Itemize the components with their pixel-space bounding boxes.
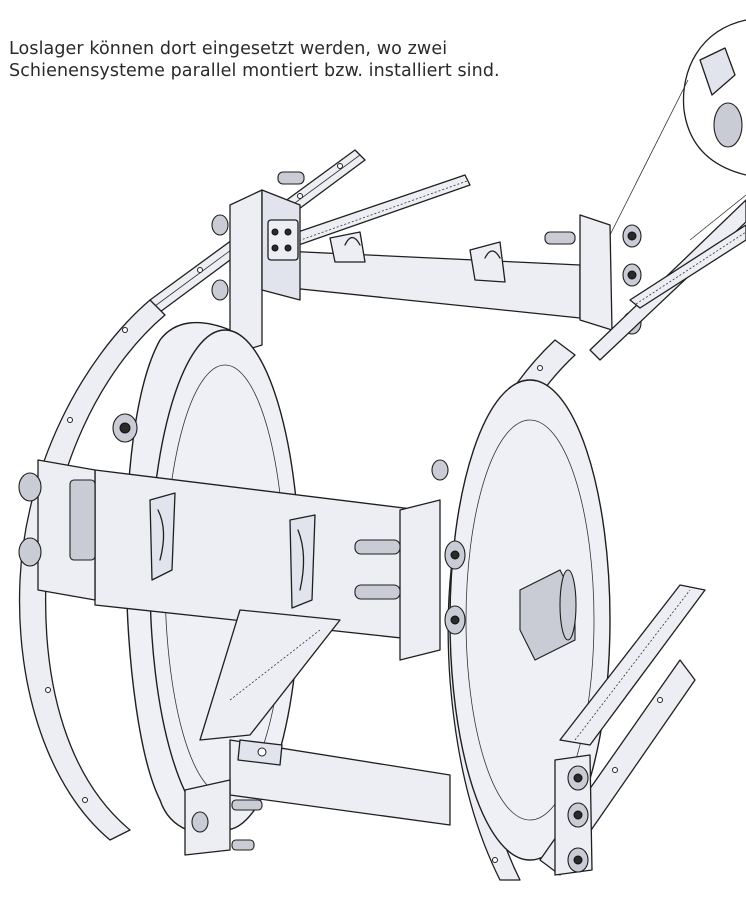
upper-carriage-plate [261, 231, 581, 319]
lower-belt-left [199, 609, 341, 741]
top-right-rail [589, 199, 746, 361]
caption-text: Loslager können dort eingesetzt werden, … [9, 38, 609, 82]
caption-line-2: Schienensysteme parallel montiert bzw. i… [9, 61, 500, 81]
bottom-carriage [184, 739, 451, 856]
top-left-carriage [211, 171, 305, 356]
caption-line-1: Loslager können dort eingesetzt werden, … [9, 39, 448, 59]
bottom-right-carriage [554, 754, 593, 876]
middle-left-carriage [18, 413, 138, 601]
top-right-carriage [544, 214, 642, 335]
detail-magnifier [609, 19, 746, 241]
middle-right-carriage [354, 459, 466, 661]
